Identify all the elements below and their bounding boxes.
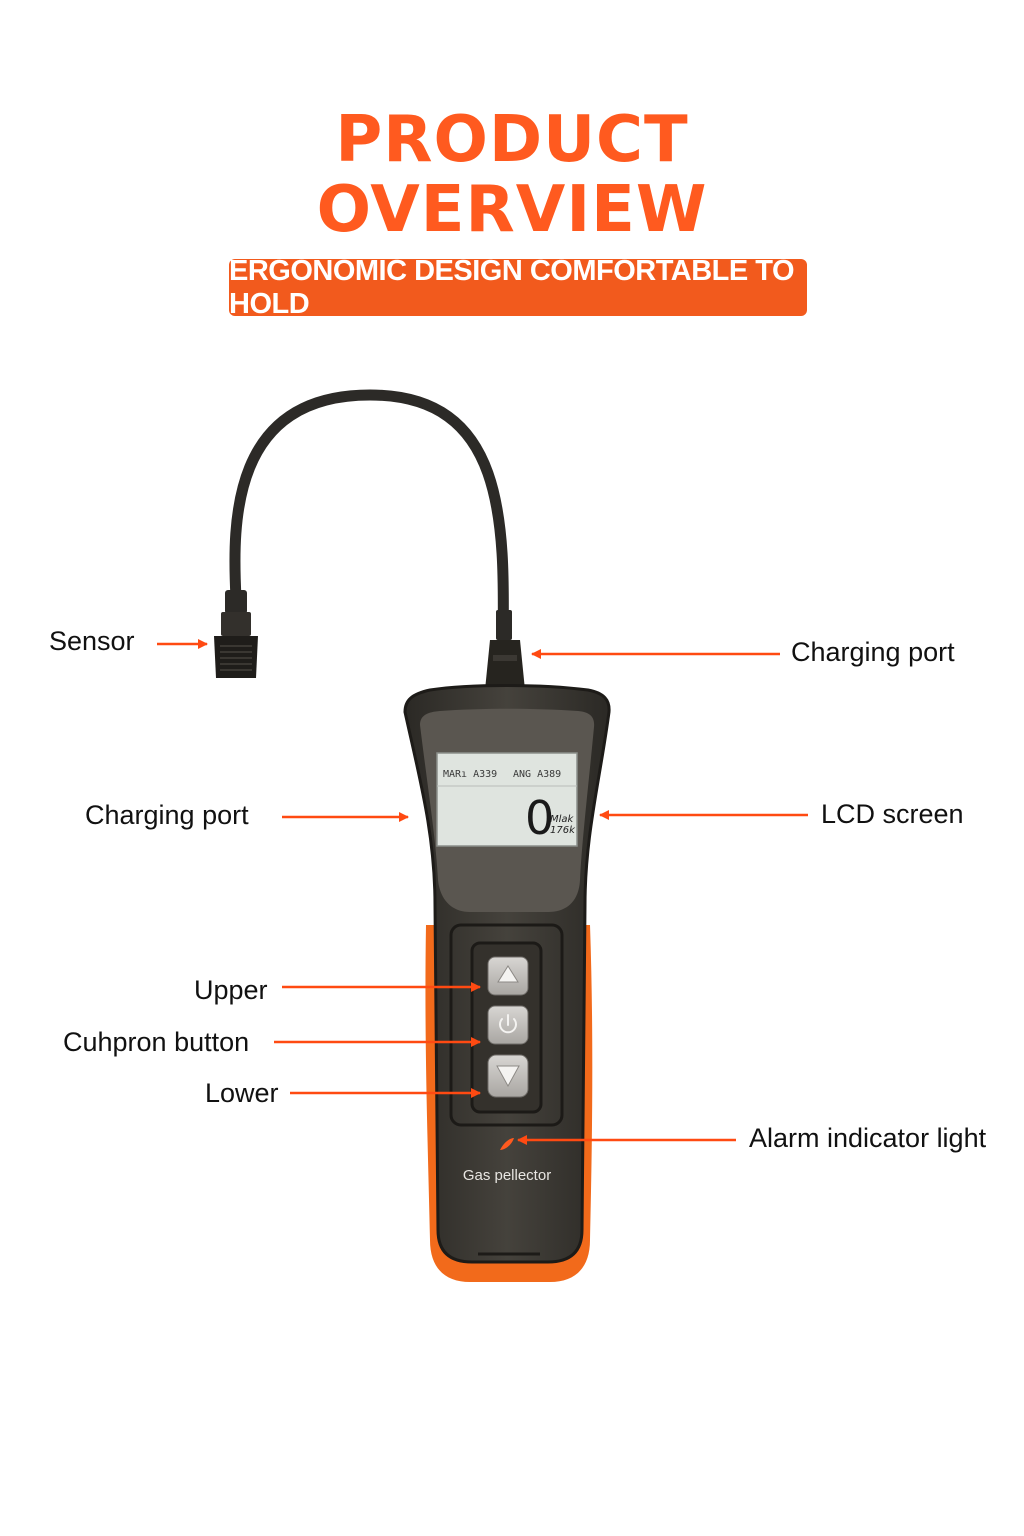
down-arrow-icon bbox=[496, 1065, 520, 1088]
label-upper: Upper bbox=[194, 975, 268, 1005]
label-alarm-light: Alarm indicator light bbox=[749, 1123, 987, 1153]
upper-button[interactable] bbox=[487, 956, 529, 996]
lower-button[interactable] bbox=[487, 1054, 529, 1098]
power-icon bbox=[499, 1014, 517, 1034]
lcd-left-readout: MARı A339 bbox=[443, 769, 497, 780]
lcd-screen: MARı A339 ANG A389 0 Mlak 176k bbox=[436, 752, 578, 847]
up-arrow-icon bbox=[497, 965, 519, 983]
lcd-right-readout: ANG A389 bbox=[513, 769, 561, 780]
gooseneck-cable bbox=[229, 389, 509, 651]
title-line-2: OVERVIEW bbox=[316, 173, 708, 247]
lcd-unit-2: 176k bbox=[550, 825, 576, 836]
brand-label: Gas pellector bbox=[463, 1167, 551, 1184]
sensor-tip bbox=[214, 590, 258, 678]
lcd-unit-1: Mlak bbox=[550, 814, 575, 825]
keypad-outer-panel bbox=[449, 923, 564, 1127]
label-lcd-screen: LCD screen bbox=[821, 799, 964, 829]
power-button[interactable] bbox=[487, 1005, 529, 1045]
alarm-indicator-light bbox=[500, 1138, 514, 1150]
lcd-value: 0 bbox=[525, 791, 554, 845]
title-line-1: PRODUCT bbox=[335, 103, 689, 177]
label-function-button: Cuhpron button bbox=[63, 1027, 250, 1057]
label-sensor: Sensor bbox=[49, 626, 135, 656]
label-lower: Lower bbox=[205, 1078, 279, 1108]
tagline-banner: ERGONOMIC DESIGN COMFORTABLE TO HOLD bbox=[229, 255, 807, 320]
label-charging-port-left: Charging port bbox=[85, 800, 249, 830]
label-charging-port-top: Charging port bbox=[791, 637, 955, 667]
